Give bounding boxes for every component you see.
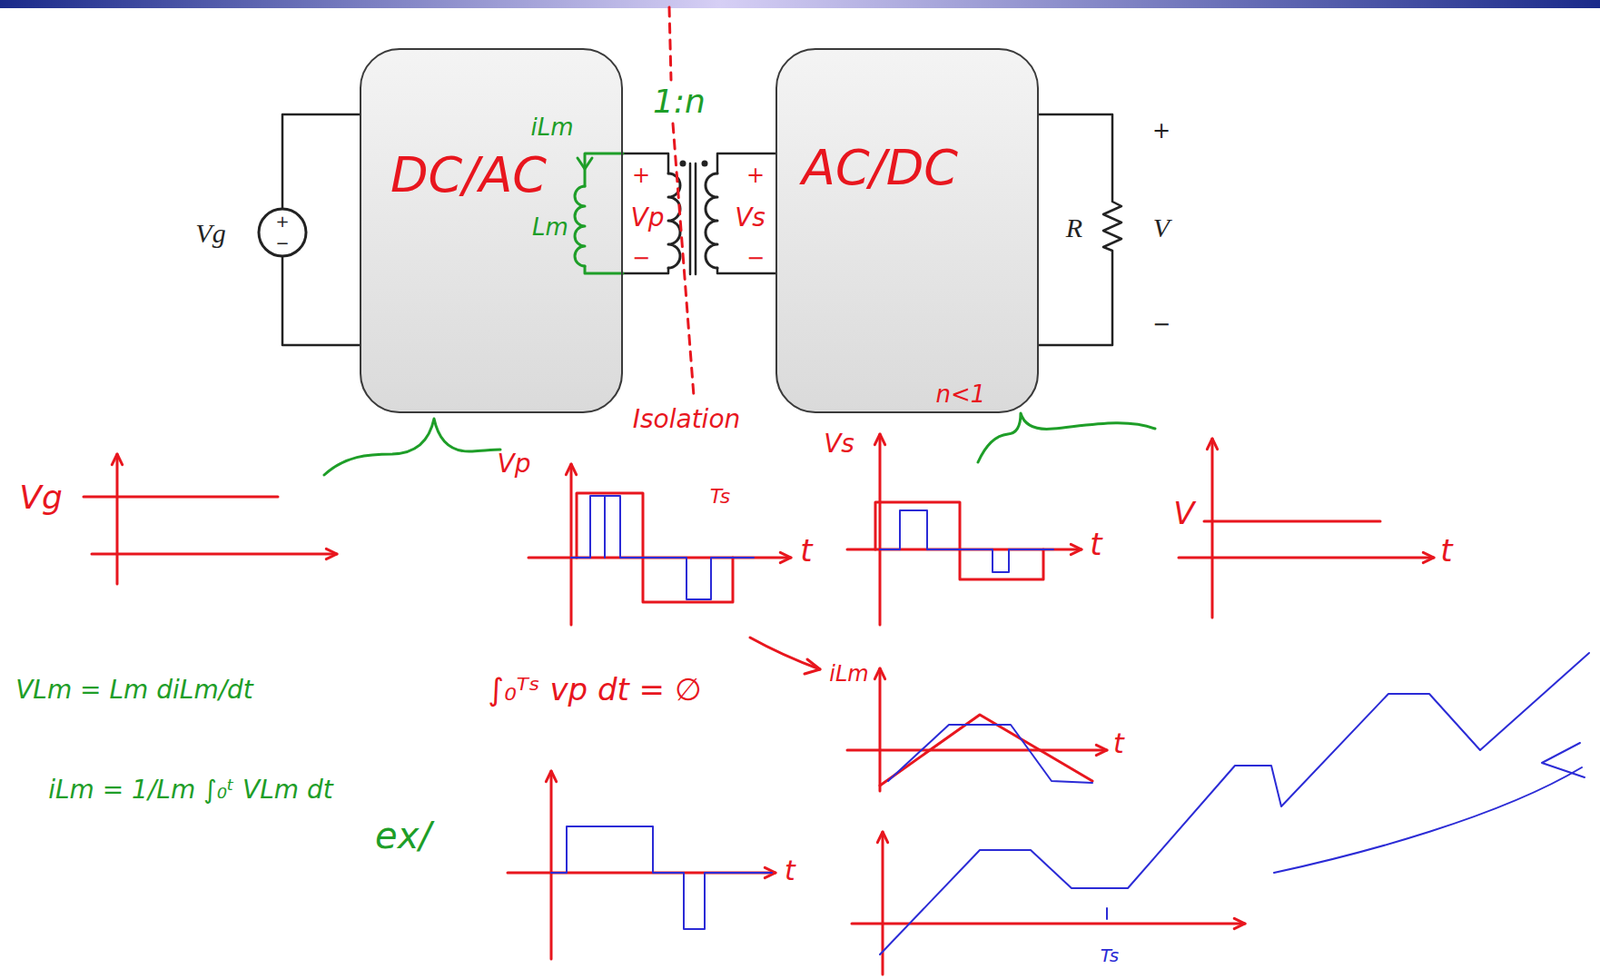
polarity-sign: − bbox=[275, 234, 289, 253]
title-bar bbox=[0, 0, 1600, 9]
axis bbox=[91, 553, 337, 556]
axis bbox=[1211, 438, 1215, 618]
waveform bbox=[1204, 520, 1381, 524]
block-label: AC/DC bbox=[801, 140, 959, 195]
axis bbox=[847, 749, 1107, 752]
polarity-sign: + bbox=[275, 212, 289, 231]
waveform bbox=[879, 714, 1093, 786]
note: ex/ bbox=[375, 815, 432, 856]
isolation-line bbox=[669, 7, 672, 80]
polarity-sign: − bbox=[632, 246, 651, 270]
arrow-head bbox=[325, 548, 337, 559]
axis bbox=[1178, 556, 1434, 560]
waveform bbox=[576, 493, 733, 603]
tick-mark bbox=[1106, 908, 1108, 919]
waveform bbox=[879, 652, 1590, 955]
polarity-sign: − bbox=[1152, 312, 1171, 336]
waveform bbox=[551, 826, 772, 929]
box-fills bbox=[359, 48, 1039, 414]
brace bbox=[977, 413, 1156, 463]
arrow-head bbox=[874, 668, 885, 680]
axis bbox=[550, 770, 554, 959]
magnetizing-inductor bbox=[584, 266, 623, 274]
source-name: Vg bbox=[195, 217, 226, 248]
voltage-source-symbol bbox=[258, 208, 307, 257]
transformer-core bbox=[694, 163, 698, 275]
waveform bbox=[571, 495, 754, 600]
resistor-name: R bbox=[1066, 212, 1083, 243]
equation: iLm = 1/Lm ∫₀ᵗ VLm dt bbox=[48, 776, 334, 805]
current-arrow bbox=[577, 158, 593, 169]
waveform bbox=[83, 495, 278, 499]
current-name: iLm bbox=[530, 114, 573, 141]
wire bbox=[282, 256, 360, 346]
block-fill bbox=[775, 48, 1039, 414]
block-fill bbox=[359, 48, 623, 414]
brace bbox=[324, 418, 501, 475]
polarity-dot bbox=[701, 160, 709, 168]
note: Isolation bbox=[632, 405, 741, 435]
arrow-head bbox=[545, 770, 556, 782]
axis-label: Vg bbox=[19, 479, 62, 516]
transformer-core bbox=[689, 163, 692, 275]
resistor-symbol bbox=[1038, 114, 1122, 346]
axis-label: Vs bbox=[823, 430, 855, 459]
waveform bbox=[888, 724, 1093, 783]
block-label: DC/AC bbox=[390, 148, 547, 202]
arrow-head bbox=[1096, 744, 1107, 755]
equation: ∫₀ᵀˢ vp dt = ∅ bbox=[487, 672, 702, 707]
magnetizing-inductor bbox=[574, 186, 585, 267]
pointer-arrow bbox=[750, 637, 820, 670]
arrow-head bbox=[1422, 552, 1434, 563]
axis-label: t bbox=[800, 533, 812, 568]
axis-label: t bbox=[1089, 527, 1102, 562]
polarity-sign: + bbox=[746, 163, 765, 188]
secondary-winding bbox=[705, 173, 718, 268]
arrow-head bbox=[804, 659, 820, 674]
pointer-arrow bbox=[1274, 767, 1582, 873]
arrow-head bbox=[780, 552, 791, 563]
waveform bbox=[879, 510, 1054, 573]
arrow-head bbox=[111, 454, 122, 465]
axis bbox=[879, 434, 882, 625]
note: n<1 bbox=[936, 381, 987, 408]
converter-block: AC/DC bbox=[775, 48, 1039, 414]
polarity-sign: + bbox=[632, 163, 651, 188]
arrow-head bbox=[874, 434, 885, 445]
arrow-head bbox=[1541, 742, 1585, 778]
axis-label: t bbox=[1440, 533, 1452, 568]
voltage-name: Vp bbox=[631, 204, 665, 233]
arrow-head bbox=[1234, 918, 1245, 929]
axis bbox=[116, 454, 119, 584]
axis-label: Ts bbox=[710, 485, 731, 508]
waveform bbox=[603, 495, 606, 558]
axis-label: Ts bbox=[1100, 945, 1119, 966]
polarity-sign: − bbox=[746, 246, 765, 270]
polarity-dot bbox=[680, 160, 687, 168]
axis bbox=[879, 668, 882, 791]
converter-block: DC/AC bbox=[359, 48, 623, 414]
axis-label: V bbox=[1173, 496, 1195, 531]
inductor-name: Lm bbox=[532, 214, 569, 241]
drawing bbox=[83, 7, 1590, 975]
arrow-head bbox=[1070, 543, 1082, 554]
arrow-head bbox=[877, 831, 888, 843]
arrow-head bbox=[565, 464, 576, 475]
wire bbox=[282, 114, 360, 209]
arrow-head bbox=[1206, 438, 1217, 450]
equation: VLm = Lm diLm/dt bbox=[15, 676, 254, 705]
voltage-name: V bbox=[1153, 212, 1170, 243]
axis-label: Vp bbox=[497, 450, 532, 479]
voltage-name: Vs bbox=[734, 204, 766, 233]
axis-label: t bbox=[784, 855, 796, 886]
isolation-line bbox=[672, 123, 694, 396]
axis-label: iLm bbox=[829, 661, 869, 686]
polarity-sign: + bbox=[1152, 118, 1171, 143]
axis bbox=[570, 464, 573, 625]
axis-label: t bbox=[1113, 728, 1125, 759]
turns-ratio: 1:n bbox=[652, 83, 706, 120]
